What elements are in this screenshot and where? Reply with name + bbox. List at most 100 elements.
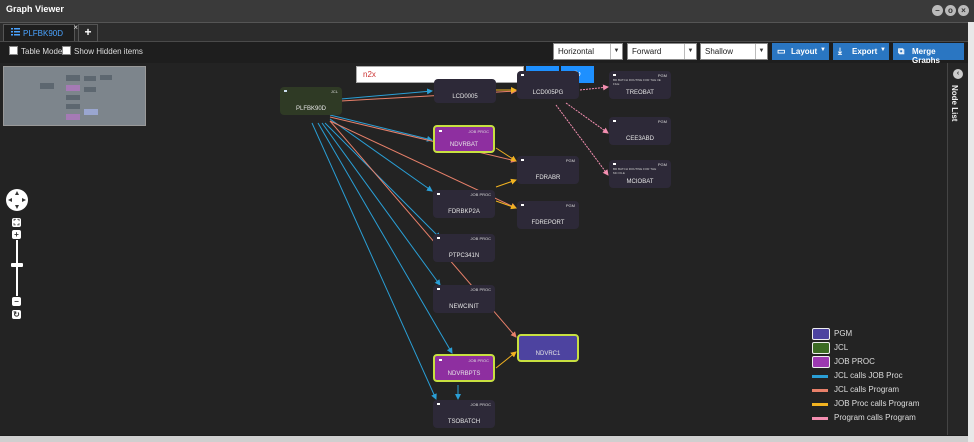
node-label: CEE3ABD [625, 136, 654, 142]
node-icon [521, 204, 524, 206]
minimize-icon[interactable]: – [932, 5, 943, 16]
zoom-in-icon[interactable]: + [12, 230, 21, 239]
legend-label: JCL calls Program [834, 385, 900, 394]
minimap-node [84, 109, 98, 115]
node-list-panel[interactable]: ‹ Node List [947, 63, 969, 435]
search-value: n2x [363, 70, 376, 79]
export-button[interactable]: ⤓ Export ▼ [833, 43, 889, 60]
node-type: PGM [657, 73, 667, 78]
minimap-node [84, 87, 96, 92]
tab-plfbk90d[interactable]: PLFBK90D × [3, 23, 78, 41]
legend-item: JOB PROC [812, 356, 932, 370]
chevron-down-icon: ▼ [755, 44, 767, 59]
legend-label: JCL calls JOB Proc [834, 371, 903, 380]
caret-down-icon: ▼ [880, 47, 886, 53]
node-icon [521, 159, 524, 161]
checkbox-box[interactable] [62, 46, 71, 55]
legend-item: PGM [812, 328, 932, 342]
caret-down-icon: ▼ [820, 47, 826, 53]
node-label: TSOBATCH [447, 419, 481, 425]
minimap[interactable] [3, 66, 146, 126]
graph-canvas[interactable]: ⛶ + − ↻ n2x ⌕ ↻ [0, 63, 968, 435]
show-hidden-label: Show Hidden items [74, 47, 143, 56]
add-tab-button[interactable]: + [78, 24, 98, 42]
merge-graphs-button[interactable]: ⧉ Merge Graphs [893, 43, 964, 65]
node-type: JOB PROC [470, 402, 491, 407]
graph-edges [311, 84, 609, 400]
node-icon [439, 130, 442, 132]
node-icon [521, 74, 524, 76]
fit-icon[interactable]: ⛶ [12, 218, 21, 227]
graph-node[interactable]: PGM FDRABR [517, 156, 579, 184]
legend-line [812, 389, 828, 392]
merge-label: Merge Graphs [912, 47, 941, 65]
tab-close-icon[interactable]: × [73, 23, 78, 32]
node-icon [613, 74, 616, 76]
zoom-track[interactable] [16, 240, 18, 296]
depth-select[interactable]: Shallow▼ [700, 43, 768, 60]
node-type: JOB PROC [468, 358, 489, 363]
layout-button[interactable]: ▭ Layout ▼ [772, 43, 829, 60]
minimap-node [84, 76, 96, 81]
node-type: PGM [565, 158, 575, 163]
maximize-icon[interactable]: o [945, 5, 956, 16]
direction-value: Forward [632, 47, 662, 56]
node-label: NEWCINIT [449, 304, 479, 310]
node-label: LCD005PG [532, 90, 564, 96]
tab-label: PLFBK90D [23, 29, 64, 38]
legend-item: JCL [812, 342, 932, 356]
table-mode-checkbox[interactable]: Table Mode [9, 46, 62, 56]
merge-icon: ⧉ [898, 46, 905, 56]
reset-zoom-icon[interactable]: ↻ [12, 310, 21, 319]
legend-swatch [812, 342, 830, 354]
direction-select[interactable]: Forward ▼ [627, 43, 697, 60]
node-icon [437, 237, 440, 239]
node-type: JCL [330, 89, 338, 94]
background-window [0, 436, 968, 442]
orientation-select[interactable]: Horizontal ▼ [553, 43, 623, 60]
legend-item: JOB Proc calls Program [812, 398, 932, 412]
zoom-slider-handle[interactable] [11, 263, 23, 267]
close-icon[interactable]: × [958, 5, 969, 16]
legend-line [812, 375, 828, 378]
window-title: Graph Viewer [6, 4, 64, 14]
show-hidden-checkbox[interactable]: Show Hidden items [62, 46, 143, 56]
pan-control[interactable] [6, 189, 28, 211]
node-label: MCIOBAT [626, 179, 654, 185]
node-label: NDVRBAT [449, 142, 479, 148]
graph-node[interactable]: LCD0005 [434, 79, 496, 103]
chevron-down-icon: ▼ [684, 44, 696, 59]
node-icon [437, 403, 440, 405]
node-label: NDVRBPTS [447, 371, 481, 377]
node-description: BD BATCH ROUTINE FOR THE MC FILE [613, 167, 657, 175]
orientation-value: Horizontal [558, 47, 595, 56]
graph-legend: PGM JCL JOB PROC JCL calls JOB Proc JCL … [812, 328, 932, 426]
graph-node[interactable]: JOB PROC NDVRBPTS [433, 354, 495, 382]
export-label: Export [852, 47, 878, 56]
graph-node[interactable]: JOB PROC TSOBATCH [433, 400, 495, 428]
window-titlebar: Graph Viewer – o × [0, 0, 974, 23]
collapse-icon[interactable]: ‹ [953, 69, 963, 79]
node-label: FDRABR [535, 175, 561, 181]
legend-swatch [812, 356, 830, 368]
graph-node[interactable]: JOB PROC NEWCINIT [433, 285, 495, 313]
monitor-icon: ▭ [777, 46, 786, 56]
minimap-node [66, 104, 80, 109]
checkbox-box[interactable] [9, 46, 18, 55]
node-type: JOB PROC [470, 287, 491, 292]
graph-node[interactable]: NDVRC1 [517, 334, 579, 362]
table-mode-label: Table Mode [21, 47, 63, 56]
zoom-out-icon[interactable]: − [12, 297, 21, 306]
chevron-down-icon: ▼ [610, 44, 622, 59]
minimap-node [66, 85, 80, 91]
node-label: NDVRC1 [535, 351, 561, 357]
graph-node[interactable]: LCD005PG [517, 71, 579, 99]
